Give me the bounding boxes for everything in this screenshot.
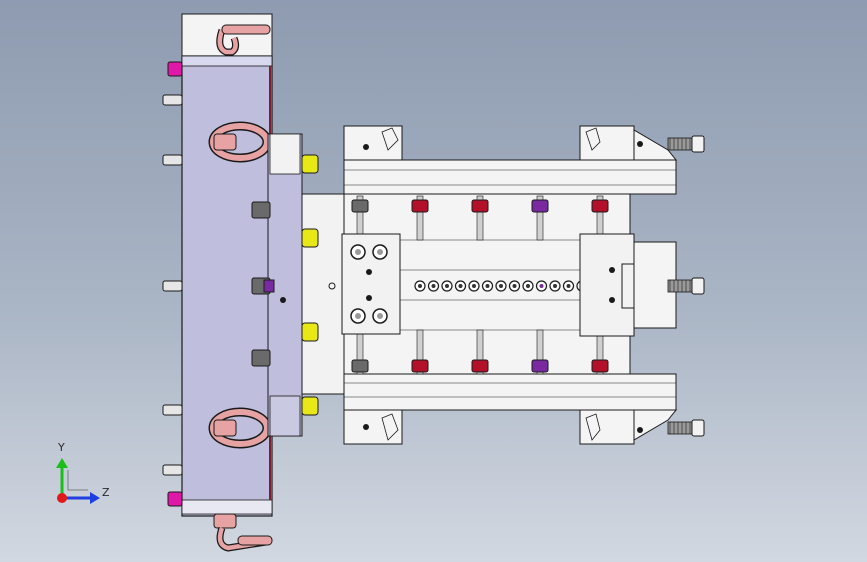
guide-pin — [476, 329, 484, 375]
pin-cap-icon[interactable] — [531, 199, 549, 213]
hex-bolt-icon[interactable] — [667, 277, 705, 295]
ejector-hole-center — [418, 284, 422, 288]
guide-pin — [416, 329, 424, 375]
coolant-fitting-icon[interactable] — [301, 154, 319, 174]
lifting-ring-icon[interactable] — [208, 407, 272, 449]
ejector-pin — [162, 464, 183, 476]
ejector-pin — [162, 280, 183, 292]
ejector-hole-center — [485, 284, 490, 288]
guide-pin — [416, 195, 424, 241]
pin-cap-icon[interactable] — [351, 199, 369, 213]
coolant-fitting-icon[interactable] — [167, 61, 183, 77]
ejector-pin — [162, 94, 183, 106]
insert-block-right[interactable] — [579, 233, 677, 337]
hex-bolt-icon — [251, 349, 271, 367]
axis-label-z: Z — [102, 486, 110, 499]
hex-bolt-icon[interactable] — [667, 419, 705, 437]
ejector-hole-center — [526, 284, 530, 288]
ejector-hole-center — [566, 284, 571, 288]
coolant-fitting-icon[interactable] — [167, 491, 183, 507]
coolant-fitting-icon[interactable] — [301, 228, 319, 248]
pin-cap-icon[interactable] — [591, 199, 609, 213]
hex-bolt-icon — [251, 201, 271, 219]
locating-block[interactable] — [267, 133, 349, 437]
ejector-pins — [162, 94, 183, 476]
ejector-hole-center — [472, 284, 476, 288]
ejector-hole-center — [553, 284, 557, 288]
axis-label-y: Y — [58, 441, 65, 454]
lower-guide-rail[interactable] — [343, 373, 678, 445]
guide-pin — [476, 195, 484, 241]
ejector-pin — [162, 404, 183, 416]
pin-cap-icon[interactable] — [471, 199, 489, 213]
ejector-hole-center — [445, 284, 449, 288]
pin-cap-icon[interactable] — [531, 359, 549, 373]
coolant-fitting-icon[interactable] — [263, 279, 275, 293]
ejector-hole-center — [458, 284, 463, 288]
pin-cap-icon[interactable] — [411, 199, 429, 213]
pin-cap-icon[interactable] — [591, 359, 609, 373]
lifting-hook-top[interactable] — [216, 24, 271, 56]
pin-cap-icon[interactable] — [411, 359, 429, 373]
guide-pin — [536, 195, 544, 241]
ejector-pin — [162, 154, 183, 166]
ejector-hole-center — [512, 284, 517, 288]
guide-pin — [536, 329, 544, 375]
ejector-hole-center — [499, 284, 503, 288]
coolant-fitting-icon[interactable] — [301, 396, 319, 416]
hex-bolt-icon[interactable] — [667, 135, 705, 153]
upper-guide-rail[interactable] — [343, 125, 678, 195]
pin-cap-icon[interactable] — [351, 359, 369, 373]
lifting-ring-icon[interactable] — [208, 121, 272, 163]
ejector-hole-center — [431, 284, 436, 288]
ejector-hole-center — [539, 284, 544, 288]
lifting-hook-bottom[interactable] — [213, 513, 273, 552]
pin-cap-icon[interactable] — [471, 359, 489, 373]
coolant-fitting-icon[interactable] — [301, 322, 319, 342]
insert-block-left[interactable] — [328, 233, 401, 335]
axis-triad-icon[interactable] — [56, 458, 100, 504]
